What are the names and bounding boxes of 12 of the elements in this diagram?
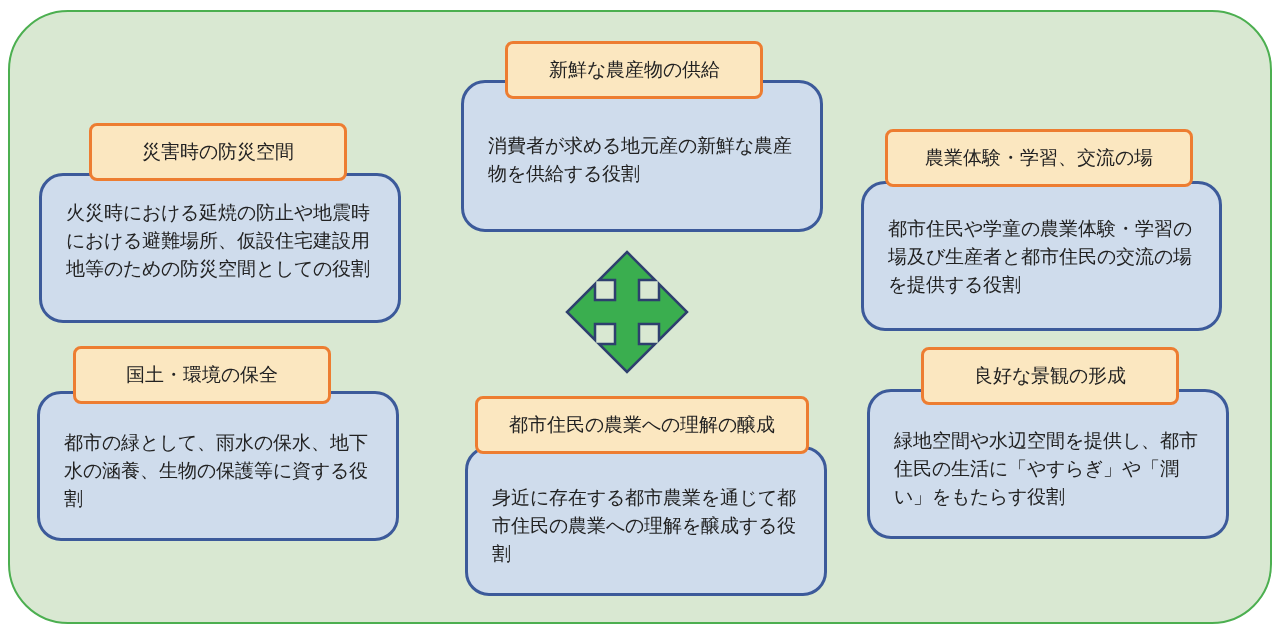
description-box: 身近に存在する都市農業を通じて都市住民の農業への理解を醸成する役割 [465,446,827,596]
heading-tab: 新鮮な農産物の供給 [505,41,763,99]
heading-tab: 都市住民の農業への理解の醸成 [475,396,809,454]
heading-tab: 災害時の防災空間 [89,123,347,181]
heading-tab: 国土・環境の保全 [73,346,331,404]
description-box: 都市住民や学童の農業体験・学習の場及び生産者と都市住民の交流の場を提供する役割 [861,181,1222,331]
heading-tab: 農業体験・学習、交流の場 [885,129,1193,187]
description-box: 消費者が求める地元産の新鮮な農産物を供給する役割 [461,80,823,232]
heading-tab: 良好な景観の形成 [921,347,1179,405]
description-box: 都市の緑として、雨水の保水、地下水の涵養、生物の保護等に資する役割 [37,391,399,541]
description-box: 火災時における延焼の防止や地震時における避難場所、仮設住宅建設用地等のための防災空間としての役割 [39,173,401,323]
description-box: 緑地空間や水辺空間を提供し、都市住民の生活に「やすらぎ」や「潤い」をもたらす役割 [867,389,1229,539]
